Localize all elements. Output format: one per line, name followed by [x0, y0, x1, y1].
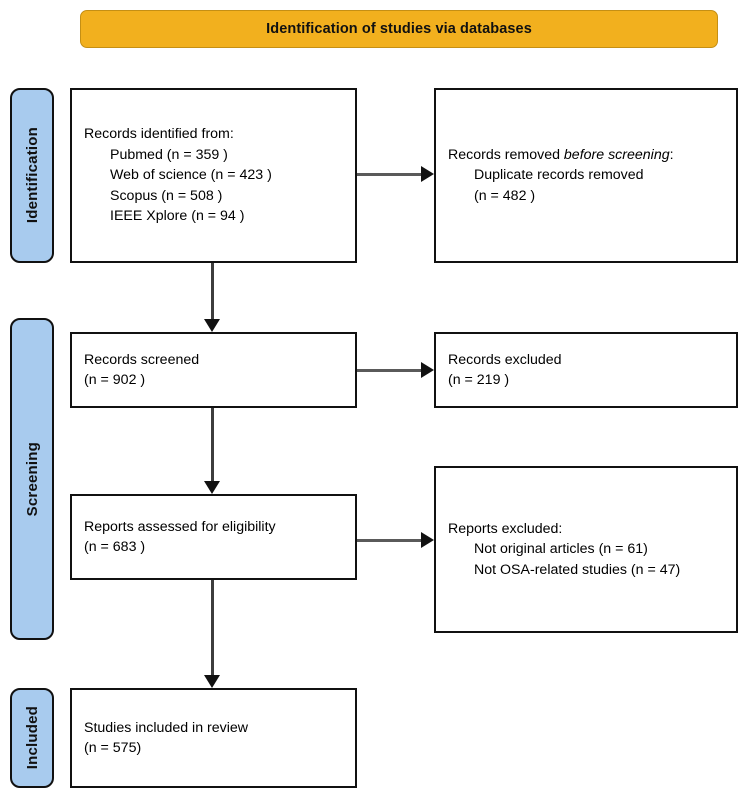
- records-removed-heading-emphasis: before screening: [563, 146, 670, 163]
- records-identified-item: IEEE Xplore (n = 94 ): [110, 208, 245, 225]
- connector-line: [357, 173, 422, 176]
- studies-included-count: (n = 575): [84, 740, 142, 756]
- reports-excluded-heading: Reports excluded:: [448, 520, 563, 537]
- studies-included-heading: Studies included in review: [84, 719, 249, 736]
- box-records-removed: Records removed before screening: Duplic…: [434, 88, 738, 263]
- connector-line: [211, 408, 214, 481]
- arrow-down-icon: [204, 319, 220, 332]
- records-excluded-count: (n = 219 ): [448, 372, 510, 388]
- records-identified-heading: Records identified from:: [84, 126, 234, 143]
- box-studies-included: Studies included in review (n = 575): [70, 688, 357, 788]
- connector-line: [357, 539, 422, 542]
- stage-label-screening: Screening: [10, 318, 54, 640]
- records-screened-count: (n = 902 ): [84, 372, 146, 388]
- diagram-banner: Identification of studies via databases: [80, 10, 718, 48]
- arrow-right-icon: [421, 166, 434, 182]
- stage-label-text: Included: [23, 706, 41, 770]
- connector-line: [211, 580, 214, 675]
- connector-line: [211, 263, 214, 321]
- arrow-right-icon: [421, 532, 434, 548]
- records-excluded-heading: Records excluded: [448, 351, 562, 368]
- records-identified-item: Pubmed (n = 359 ): [110, 146, 228, 163]
- banner-title: Identification of studies via databases: [266, 21, 532, 37]
- connector-line: [357, 369, 422, 372]
- arrow-down-icon: [204, 675, 220, 688]
- reports-excluded-item: Not OSA-related studies (n = 47): [474, 561, 681, 578]
- reports-excluded-item: Not original articles (n = 61): [474, 541, 648, 558]
- box-reports-assessed: Reports assessed for eligibility (n = 68…: [70, 494, 357, 580]
- reports-assessed-count: (n = 683 ): [84, 539, 146, 555]
- arrow-right-icon: [421, 362, 434, 378]
- records-removed-heading: Records removed before screening:: [448, 145, 724, 166]
- records-screened-heading: Records screened: [84, 351, 200, 368]
- box-records-excluded: Records excluded (n = 219 ): [434, 332, 738, 408]
- records-removed-item: Duplicate records removed: [474, 167, 644, 184]
- stage-label-text: Identification: [23, 127, 41, 224]
- records-removed-heading-prefix: Records removed: [448, 146, 564, 163]
- stage-label-text: Screening: [23, 441, 41, 517]
- records-identified-item: Scopus (n = 508 ): [110, 187, 223, 204]
- reports-assessed-heading: Reports assessed for eligibility: [84, 518, 276, 535]
- box-records-screened: Records screened (n = 902 ): [70, 332, 357, 408]
- records-removed-heading-suffix: :: [669, 146, 674, 163]
- box-records-identified: Records identified from: Pubmed (n = 359…: [70, 88, 357, 263]
- records-identified-item: Web of science (n = 423 ): [110, 167, 272, 184]
- stage-label-included: Included: [10, 688, 54, 788]
- box-reports-excluded: Reports excluded: Not original articles …: [434, 466, 738, 633]
- arrow-down-icon: [204, 481, 220, 494]
- records-removed-count: (n = 482 ): [474, 187, 536, 204]
- stage-label-identification: Identification: [10, 88, 54, 263]
